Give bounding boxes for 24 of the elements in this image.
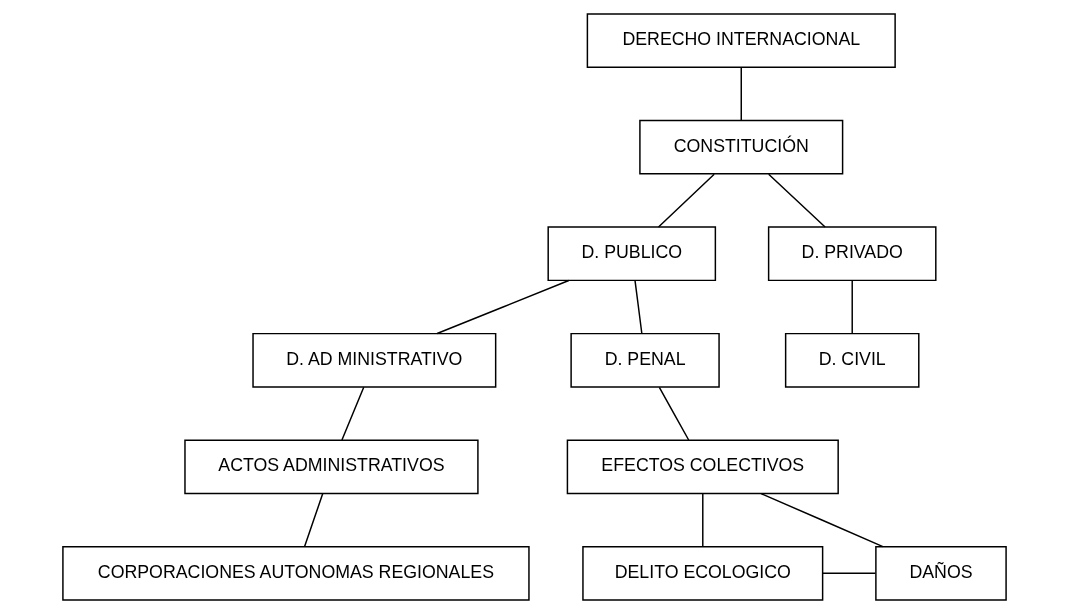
node-box: DAÑOS — [875, 545, 1007, 601]
connector — [634, 280, 643, 335]
node-box: D. PENAL — [570, 332, 720, 388]
connector — [702, 493, 704, 548]
connector — [740, 67, 742, 122]
node-box: CORPORACIONES AUTONOMAS REGIONALES — [62, 545, 530, 601]
node-box: D. CIVIL — [784, 332, 920, 388]
connector — [436, 279, 570, 335]
node-box: DERECHO INTERNACIONAL — [586, 13, 896, 69]
connector — [760, 492, 884, 548]
node-box: D. PRIVADO — [767, 226, 937, 282]
node-box: D. PUBLICO — [547, 226, 717, 282]
connector — [657, 173, 715, 228]
node-box: EFECTOS COLECTIVOS — [566, 439, 839, 495]
node-box: CONSTITUCIÓN — [639, 119, 844, 175]
node-box: ACTOS ADMINISTRATIVOS — [184, 439, 479, 495]
node-box: D. AD MINISTRATIVO — [252, 332, 497, 388]
connector — [851, 280, 853, 335]
connector — [341, 386, 365, 441]
connector — [822, 572, 877, 575]
connector — [658, 386, 690, 441]
connector — [303, 493, 324, 548]
connector — [767, 173, 826, 228]
node-box: DELITO ECOLOGICO — [582, 545, 824, 601]
